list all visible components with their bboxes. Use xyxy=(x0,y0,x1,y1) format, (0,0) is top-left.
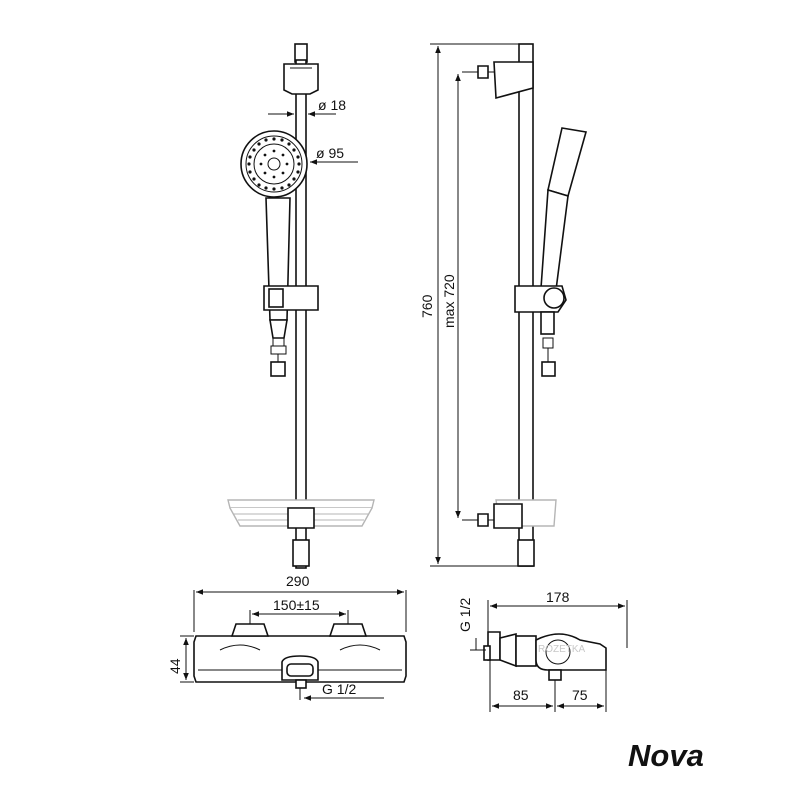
eccentric-connector xyxy=(499,632,517,668)
hand-shower-head xyxy=(240,130,308,198)
side-view-rail-set: 760 max 720 xyxy=(419,43,588,567)
max-spacing-label: max 720 xyxy=(441,274,457,328)
total-height-label: 760 xyxy=(419,294,435,318)
side-top-bracket xyxy=(493,61,534,100)
side-thread-label: G 1/2 xyxy=(457,598,473,632)
hose-connector xyxy=(269,319,288,339)
top-wall-bracket xyxy=(283,63,319,95)
side-bottom-outlet xyxy=(548,669,562,681)
watermark: ROZETKA xyxy=(538,644,586,655)
nozzle-pattern xyxy=(247,137,301,191)
side-hand-shower-head xyxy=(547,127,588,198)
side-slider-knob xyxy=(543,287,565,309)
rail-bottom-cap xyxy=(292,539,310,567)
brand-name: Nova xyxy=(628,738,704,773)
mixer-inlet-left xyxy=(230,623,270,637)
side-hose-end xyxy=(541,361,556,377)
mixer-inlet-right xyxy=(328,623,368,637)
side-view-mixer: ROZETKA 178 85 75 G 1/2 xyxy=(457,589,628,712)
lower-wall-bracket xyxy=(287,507,315,529)
mixer-width-label: 290 xyxy=(286,573,310,589)
rail-diameter-label: ø 18 xyxy=(318,97,346,113)
side-depth-a-label: 85 xyxy=(513,687,529,703)
side-hand-shower-handle xyxy=(540,188,569,291)
front-view-rail-set: ø 18 ø 95 xyxy=(227,43,375,569)
side-coupling xyxy=(515,635,537,667)
mixer-bottom-outlet xyxy=(295,679,307,689)
slider-knob xyxy=(268,288,284,308)
soap-tray xyxy=(227,499,375,509)
wall-screw-top xyxy=(462,65,500,79)
side-lower-bracket xyxy=(493,503,523,529)
inlet-spacing-label: 150±15 xyxy=(273,597,320,613)
side-mixer-body xyxy=(535,633,607,671)
side-depth-label: 178 xyxy=(546,589,570,605)
front-thread-label: G 1/2 xyxy=(322,681,356,697)
shower-rail xyxy=(295,59,307,569)
hose-end xyxy=(270,361,286,377)
mixer-height-label: 44 xyxy=(167,658,183,674)
front-view-mixer: 290 150±15 44 G 1/2 xyxy=(167,573,407,701)
head-diameter-label: ø 95 xyxy=(316,145,344,161)
side-depth-b-label: 75 xyxy=(572,687,588,703)
side-hose-connector xyxy=(540,311,555,335)
